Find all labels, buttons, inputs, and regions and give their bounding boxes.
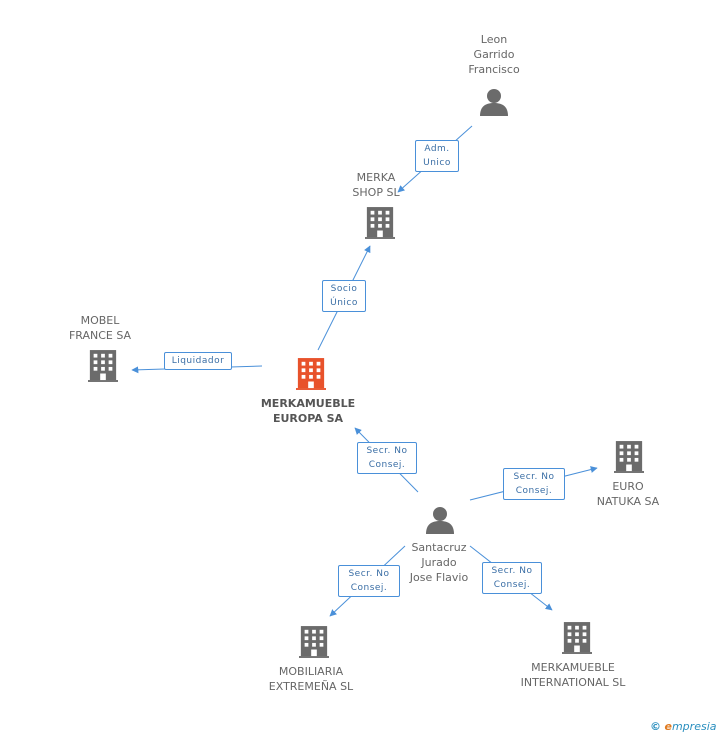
node-label-mobiliaria[interactable]: MOBILIARIA EXTREMEÑA SL xyxy=(268,665,354,693)
person-icon[interactable] xyxy=(480,89,508,116)
person-icon[interactable] xyxy=(426,507,454,534)
building-icon[interactable] xyxy=(299,626,329,658)
copyright-symbol: © xyxy=(650,720,661,733)
building-icon[interactable] xyxy=(365,207,395,239)
node-label-merka-shop[interactable]: MERKA SHOP SL xyxy=(352,171,400,199)
brand-logo-e: e xyxy=(664,720,672,733)
node-label-merkamueble-intl[interactable]: MERKAMUEBLE INTERNATIONAL SL xyxy=(520,661,626,689)
edge-label-secr-euronatuka: Secr. No Consej. xyxy=(503,468,565,500)
brand-footer: © empresia xyxy=(650,720,716,733)
building-icon[interactable] xyxy=(88,350,118,382)
edge-label-secr-intl: Secr. No Consej. xyxy=(482,562,542,594)
edge-label-liquidador: Liquidador xyxy=(164,352,232,370)
building-icon[interactable] xyxy=(614,441,644,473)
edge-label-adm-unico: Adm. Unico xyxy=(415,140,459,172)
edge-label-secr-mobiliaria: Secr. No Consej. xyxy=(338,565,400,597)
node-label-santacruz[interactable]: Santacruz Jurado Jose Flavio xyxy=(409,541,469,584)
node-label-leon[interactable]: Leon Garrido Francisco xyxy=(468,33,520,76)
brand-logo-text: mpresia xyxy=(671,720,717,733)
edge-label-secr-europa: Secr. No Consej. xyxy=(357,442,417,474)
node-label-euro-natuka[interactable]: EURO NATUKA SA xyxy=(596,480,660,508)
focus-building-icon[interactable] xyxy=(296,358,326,390)
edge-label-socio-unico: Socio Único xyxy=(322,280,366,312)
node-label-mobel[interactable]: MOBEL FRANCE SA xyxy=(68,314,132,342)
building-icon[interactable] xyxy=(562,622,592,654)
node-label-merkamueble-europa[interactable]: MERKAMUEBLE EUROPA SA xyxy=(260,397,356,425)
